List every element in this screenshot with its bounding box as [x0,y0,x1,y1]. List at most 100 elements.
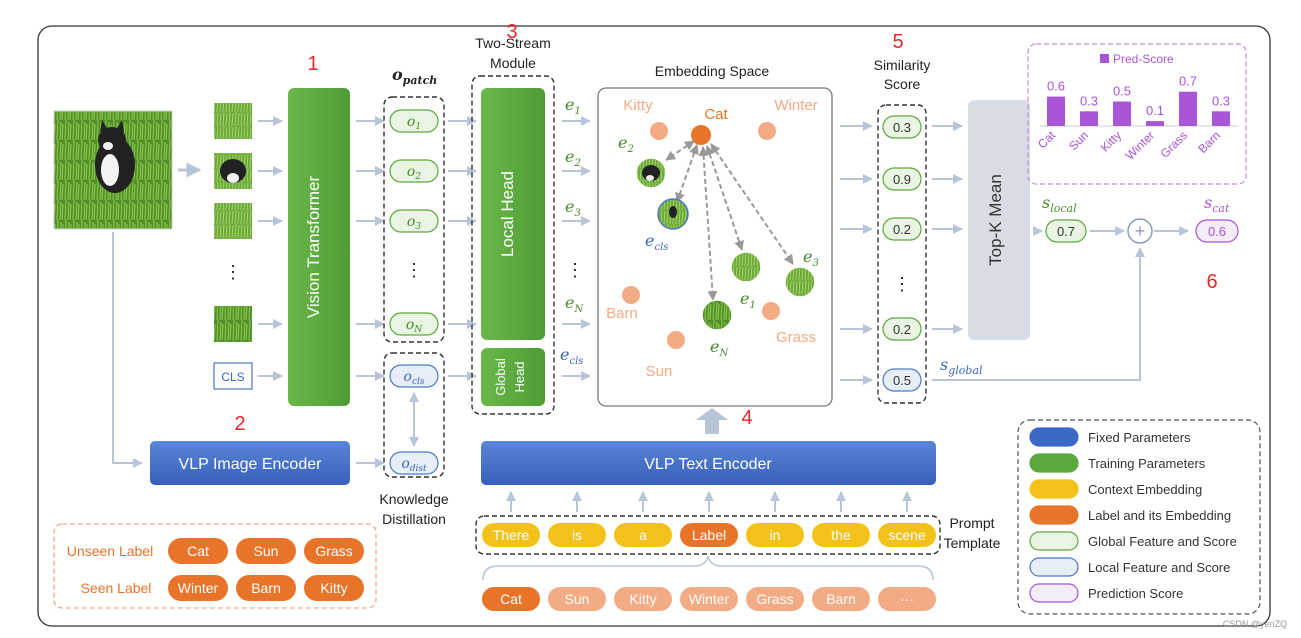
legend-swatch [1029,583,1079,603]
svg-text:e2: e2 [618,133,634,155]
grass-point [762,302,780,320]
pred-bar-sun [1080,111,1098,126]
prompt-template-group [475,515,941,555]
labels-box [53,523,377,609]
prompt-token-text: a [639,527,647,543]
patch-image-2 [214,153,252,189]
label-pill [236,538,296,564]
pred-category-label: Kitty [1098,128,1124,154]
pred-value-label: 0.1 [1146,103,1164,118]
svg-text:e2: e2 [565,147,581,169]
pred-bar-barn [1212,111,1230,126]
label-pill [304,575,364,601]
vlp-text-encoder-label: VLP Text Encoder [644,456,772,473]
svg-text:o3: o3 [407,214,421,232]
pred-category-label: Sun [1066,128,1091,153]
pred-value-label: 0.5 [1113,84,1131,99]
label-pill-text: Barn [251,580,281,596]
vlp-text-encoder [481,441,936,485]
prompt-token-pill [482,523,540,547]
label-pill [168,538,228,564]
patch-image-3 [214,203,252,239]
pred-category-label: Barn [1195,128,1223,156]
candidate-text: Grass [756,591,793,607]
winter-point [758,122,776,140]
s-cat-label: scat [1204,193,1230,215]
patch-arrows [258,116,283,381]
legend-text: Label and its Embedding [1088,508,1231,523]
svg-text:0.9: 0.9 [893,172,911,187]
legend-text: Context Embedding [1088,482,1202,497]
embedding-space-box [597,87,833,407]
pred-value-label: 0.7 [1179,74,1197,89]
legend-text: Prediction Score [1088,586,1183,601]
s-local-value: 0.7 [1057,224,1075,239]
svg-text:0.2: 0.2 [893,222,911,237]
svg-text:ecls: ecls [560,345,583,367]
to-topk-arrows [932,121,963,334]
patch-image-n [214,306,252,342]
input-cat-image [53,110,173,230]
candidate-pill [548,587,606,611]
svg-text:0.5: 0.5 [893,373,911,388]
legend-text: Training Parameters [1088,456,1206,471]
pred-bar-kitty [1113,101,1131,126]
prompt-token-text: is [572,527,582,543]
step-5-label: 5 [892,31,903,53]
kitty-label: Kitty [623,97,653,114]
vision-transformer-label: Vision Transformer [304,175,323,318]
sum-circle [1127,218,1153,244]
patch-feature-group [383,96,445,343]
cat-label: Cat [704,106,728,123]
candidate-text: Cat [500,591,522,607]
legend-swatch [1029,453,1079,473]
global-head-block [481,348,545,406]
pred-score-legend-swatch [1100,54,1109,63]
svg-text:0.2: 0.2 [893,322,911,337]
legend-swatch [1029,557,1079,577]
candidate-pill [878,587,936,611]
candidate-pill [680,587,738,611]
similarity-line2: Score [884,76,921,92]
svg-text:e1: e1 [565,95,581,117]
two-stream-line2: Module [490,55,536,71]
prompt-token-pill [878,523,936,547]
prompt-token-text: scene [888,527,926,543]
legend-text: Fixed Parameters [1088,430,1191,445]
label-pill-text: Winter [178,580,219,596]
svg-text:o2: o2 [407,164,421,182]
step-1-label: 1 [307,53,318,75]
candidate-brace [482,555,934,581]
barn-point [622,286,640,304]
svg-text:oN: oN [406,317,423,335]
candidate-text: Sun [565,591,590,607]
pred-value-label: 0.6 [1047,79,1065,94]
label-pill-text: Sun [254,543,279,559]
prompt-arrows [506,491,912,512]
o-cls-label: ocls [404,369,425,387]
svg-text:eN: eN [565,293,584,315]
pred-value-label: 0.3 [1212,93,1230,108]
candidate-pill [746,587,804,611]
label-pill [236,575,296,601]
embedding-thumbnails [635,157,816,331]
label-pill [168,575,228,601]
prompt-token-pill [812,523,870,547]
head-output-arrows [562,116,591,381]
embedding-e-labels: e2 ecls e1 e3 eN [618,133,819,359]
label-pill [304,538,364,564]
s-cat-pill [1195,219,1239,243]
step-2-label: 2 [234,413,245,435]
candidate-pill [812,587,870,611]
svg-text:o1: o1 [407,114,421,132]
winter-label: Winter [774,97,817,114]
kitty-point [650,122,668,140]
step-6-label: 6 [1206,271,1217,293]
o-cls-pill [389,364,439,388]
o-dist-label: odist [401,456,427,474]
prompt-token-text: the [831,527,851,543]
